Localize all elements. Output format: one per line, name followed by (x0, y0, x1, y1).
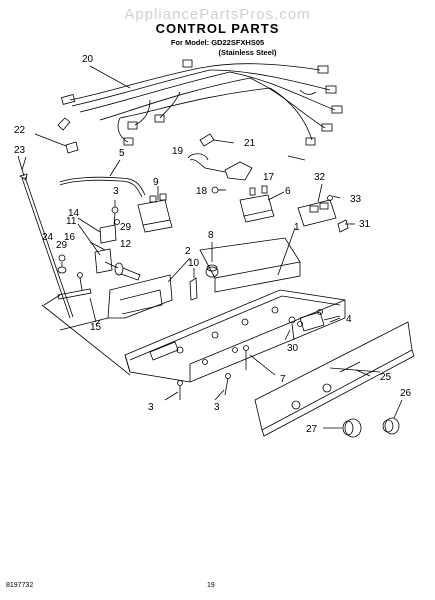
callout-29a: 29 (120, 222, 132, 233)
part-9-control (137, 186, 173, 233)
part-7-screw (243, 345, 276, 376)
callout-27: 27 (306, 424, 318, 435)
callout-6: 6 (285, 186, 291, 197)
callout-21: 21 (244, 138, 256, 149)
part-1-control-housing (124, 227, 346, 383)
callout-22: 22 (14, 125, 26, 136)
callout-19: 19 (172, 146, 184, 157)
leader-lines (21, 65, 371, 401)
callout-4: 4 (346, 314, 352, 325)
callout-20: 20 (82, 54, 94, 65)
document-number: 8197732 (6, 582, 34, 589)
callout-29b: 29 (56, 240, 68, 251)
callout-12: 12 (120, 239, 132, 250)
part-6-relay (239, 185, 285, 223)
callout-3b: 3 (148, 402, 154, 413)
callout-30: 30 (287, 343, 299, 354)
callout-31: 31 (359, 219, 371, 230)
callout-2: 2 (185, 246, 191, 257)
callout-8: 8 (208, 230, 214, 241)
callout-26: 26 (400, 388, 412, 399)
part-22-connector (34, 133, 79, 154)
part-2-bracket (107, 257, 191, 319)
callout-3a: 3 (113, 186, 119, 197)
callout-labels: 20 22 23 5 19 21 17 18 6 32 33 31 3 9 14… (14, 54, 412, 435)
callout-10: 10 (188, 258, 200, 269)
part-32-switch-assembly (297, 183, 349, 233)
model-line: For Model: GD22SFXHS05 (170, 38, 265, 47)
callout-9: 9 (153, 177, 159, 188)
callout-18: 18 (196, 186, 208, 197)
callout-33: 33 (350, 194, 362, 205)
part-24-screw-set (57, 254, 97, 323)
wiring-harness (57, 59, 343, 146)
callout-5: 5 (119, 148, 125, 159)
callout-17: 17 (263, 172, 275, 183)
watermark-text: AppliancePartsPros.com (124, 6, 311, 23)
finish-line: (Stainless Steel) (218, 48, 277, 57)
part-8-knob (205, 242, 219, 278)
part-25-front-panel (254, 321, 415, 437)
part-26-knob (382, 399, 403, 435)
page-title: CONTROL PARTS (155, 21, 280, 36)
part-4-switch (288, 311, 341, 341)
part-5-tube (59, 159, 146, 198)
callout-14: 14 (68, 208, 80, 219)
callout-15: 15 (90, 322, 102, 333)
callout-16: 16 (64, 232, 76, 243)
part-19-lamp-socket (187, 133, 253, 194)
page-number: 19 (207, 582, 215, 589)
part-10-screw (189, 268, 198, 301)
callout-23: 23 (14, 145, 26, 156)
part-14-bracket-cluster (77, 200, 141, 281)
part-3-lower-screws (177, 373, 231, 400)
callout-32: 32 (314, 172, 326, 183)
callout-24: 24 (42, 232, 54, 243)
part-27-knob (323, 418, 362, 438)
callout-1: 1 (294, 222, 300, 233)
callout-11: 11 (66, 216, 77, 227)
callout-3c: 3 (214, 402, 220, 413)
callout-25: 25 (380, 372, 392, 383)
callout-7: 7 (280, 374, 286, 385)
